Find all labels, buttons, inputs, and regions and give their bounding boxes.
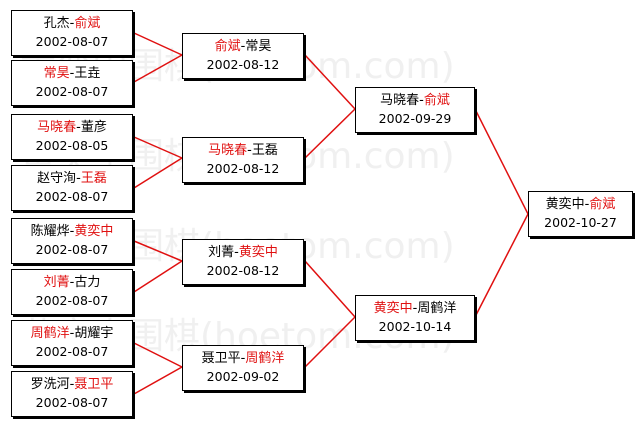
connector-line xyxy=(133,54,183,83)
connector-line xyxy=(474,213,529,318)
player-name: 常昊 xyxy=(245,39,272,54)
player-name: 俞斌 xyxy=(74,16,101,31)
match-box: 罗洗河-聂卫平 2002-08-07 xyxy=(11,371,133,417)
player-name: 俞斌 xyxy=(423,93,450,108)
match-box: 马晓春-俞斌 2002-09-29 xyxy=(355,87,475,133)
player-name: 俞斌 xyxy=(589,197,616,212)
player-name: 常昊 xyxy=(43,66,70,81)
connector-line xyxy=(304,54,356,110)
player-name: 孔杰 xyxy=(43,16,70,31)
match-date: 2002-09-02 xyxy=(206,369,280,384)
player-name: 刘菁 xyxy=(43,275,70,290)
match-date: 2002-09-29 xyxy=(378,111,452,126)
player-name: 周鹤洋 xyxy=(417,301,457,316)
match-date: 2002-08-12 xyxy=(206,57,280,72)
connector-line xyxy=(133,32,183,56)
player-name: 黄奕中 xyxy=(74,224,114,239)
player-name: 周鹤洋 xyxy=(245,351,285,366)
match-date: 2002-08-05 xyxy=(35,138,109,153)
match-box: 周鹤洋-胡耀宇 2002-08-07 xyxy=(11,320,133,366)
player-name: 聂卫平 xyxy=(74,377,114,392)
player-name: 罗洗河 xyxy=(30,377,70,392)
match-box: 孔杰-俞斌 2002-08-07 xyxy=(11,10,133,56)
match-box: 俞斌-常昊 2002-08-12 xyxy=(182,33,304,79)
match-box: 马晓春-董彦 2002-08-05 xyxy=(11,114,133,160)
player-name: 黄奕中 xyxy=(373,301,413,316)
connector-line xyxy=(304,108,356,159)
player-name: 陈耀烨 xyxy=(30,224,70,239)
match-date: 2002-08-07 xyxy=(35,242,109,257)
match-box: 黄奕中-周鹤洋 2002-10-14 xyxy=(355,295,475,341)
player-name: 黄奕中 xyxy=(545,197,585,212)
player-name: 马晓春 xyxy=(37,120,77,135)
connector-line xyxy=(133,136,183,159)
player-name: 董彦 xyxy=(80,120,107,135)
match-date: 2002-08-07 xyxy=(35,395,109,410)
connector-line xyxy=(304,260,356,318)
match-box: 刘菁-古力 2002-08-07 xyxy=(11,269,133,315)
player-name: 黄奕中 xyxy=(238,245,278,260)
player-name: 俞斌 xyxy=(214,39,241,54)
match-box: 刘菁-黄奕中 2002-08-12 xyxy=(182,239,304,285)
match-date: 2002-08-12 xyxy=(206,263,280,278)
connector-line xyxy=(133,260,183,293)
match-box: 赵守洵-王磊 2002-08-07 xyxy=(11,165,133,211)
player-name: 王磊 xyxy=(251,143,278,158)
player-name: 古力 xyxy=(74,275,101,290)
match-box: 陈耀烨-黄奕中 2002-08-07 xyxy=(11,218,133,264)
match-date: 2002-08-07 xyxy=(35,293,109,308)
match-box: 常昊-王垚 2002-08-07 xyxy=(11,60,133,106)
player-name: 周鹤洋 xyxy=(30,326,70,341)
connector-line xyxy=(474,108,529,215)
connector-line xyxy=(133,342,183,368)
match-date: 2002-08-07 xyxy=(35,34,109,49)
connector-line xyxy=(133,366,183,395)
final-match-box: 黄奕中-俞斌 2002-10-27 xyxy=(528,191,633,237)
player-name: 聂卫平 xyxy=(201,351,241,366)
player-name: 王磊 xyxy=(80,171,107,186)
player-name: 赵守洵 xyxy=(37,171,77,186)
match-box: 马晓春-王磊 2002-08-12 xyxy=(182,137,304,183)
match-date: 2002-10-27 xyxy=(544,215,617,230)
player-name: 刘菁 xyxy=(208,245,235,260)
match-date: 2002-08-07 xyxy=(35,189,109,204)
player-name: 胡耀宇 xyxy=(74,326,114,341)
player-name: 马晓春 xyxy=(380,93,420,108)
match-date: 2002-08-12 xyxy=(206,161,280,176)
player-name: 王垚 xyxy=(74,66,101,81)
connector-line xyxy=(133,157,183,189)
match-date: 2002-08-07 xyxy=(35,84,109,99)
match-date: 2002-08-07 xyxy=(35,344,109,359)
player-name: 马晓春 xyxy=(208,143,248,158)
match-box: 聂卫平-周鹤洋 2002-09-02 xyxy=(182,345,304,391)
match-date: 2002-10-14 xyxy=(378,319,452,334)
connector-line xyxy=(304,316,356,368)
connector-line xyxy=(133,240,183,262)
